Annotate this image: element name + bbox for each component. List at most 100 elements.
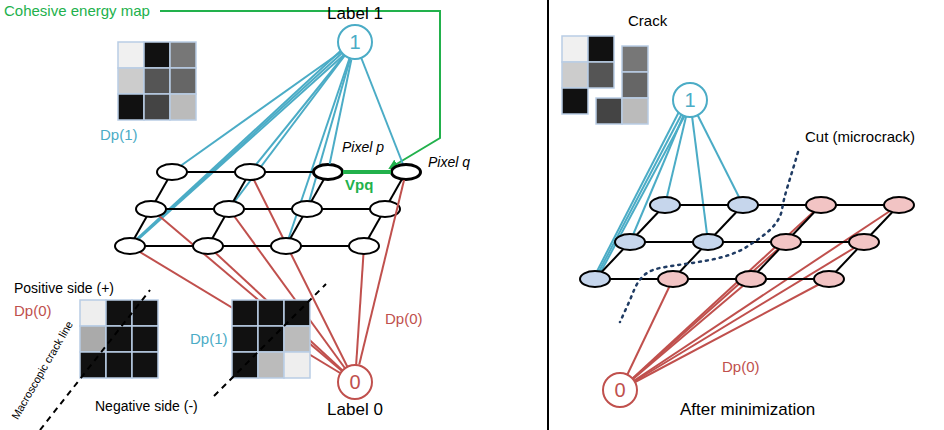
connector: [343, 170, 391, 174]
pixel-node: [615, 234, 645, 250]
t-link: [620, 279, 829, 390]
intensity-cell: [284, 352, 310, 378]
pixel-node: [271, 238, 301, 254]
crack-line: [214, 284, 326, 396]
side-label: Positive side (+): [14, 280, 114, 296]
energy-term: Dp(0): [722, 358, 760, 375]
intensity-cell: [144, 68, 170, 94]
intensity-cell: [588, 36, 614, 62]
intensity-cell: [80, 300, 106, 326]
panel-caption: After minimization: [680, 400, 815, 420]
energy-term: Dp(0): [385, 310, 423, 327]
intensity-cell: [232, 300, 258, 326]
pixel-node: [136, 201, 166, 217]
label-terminal: 0Label 0: [337, 364, 373, 400]
energy-term: Dp(1): [100, 126, 138, 143]
intensity-cell: [106, 326, 132, 352]
intensity-cell: [284, 326, 310, 352]
intensity-cell: [106, 352, 132, 378]
pixel-node: [235, 164, 265, 180]
intensity-cell: [232, 326, 258, 352]
pixel-node: Pixel p: [313, 164, 343, 180]
intensity-cell: [562, 88, 588, 114]
pixel-node: [580, 271, 610, 287]
pixel-node: [115, 238, 145, 254]
pixel-node: [157, 164, 187, 180]
t-link: [598, 104, 691, 277]
intensity-cell: [118, 94, 144, 120]
intensity-cell: [132, 326, 158, 352]
pixel-node: [884, 197, 914, 213]
label-digit: 1: [349, 32, 360, 52]
t-link: [208, 246, 355, 382]
intensity-cell: [170, 94, 196, 120]
t-link: [229, 42, 355, 209]
pixel-node: [693, 234, 723, 250]
t-link: [229, 209, 355, 382]
pixel-node: [391, 164, 421, 180]
intensity-cell: [562, 36, 588, 62]
pixel-label: Pixel q: [428, 154, 470, 170]
pixel-node: [292, 201, 322, 217]
cut-curve: [620, 152, 798, 322]
intensity-cell: [258, 300, 284, 326]
label-heading: Label 0: [327, 400, 383, 420]
intensity-cell: [132, 352, 158, 378]
connector: [359, 180, 404, 365]
intensity-cell: [144, 42, 170, 68]
crack-line-label: Macroscopic crack line: [9, 319, 75, 421]
label-terminal: 1: [672, 82, 708, 118]
intensity-cell: [588, 62, 614, 88]
t-link: [250, 172, 355, 382]
t-link: [620, 242, 864, 390]
t-link: [595, 104, 687, 279]
intensity-cell: [80, 326, 106, 352]
t-link: [592, 104, 683, 281]
pixel-node: [771, 234, 801, 250]
energy-term: Dp(0): [14, 302, 52, 319]
pixel-node: Pixel q: [391, 164, 421, 180]
t-link: [133, 44, 356, 244]
t-link: [172, 42, 355, 172]
label-digit: 1: [684, 90, 695, 110]
intensity-cell: [144, 94, 170, 120]
label-terminal: 0: [602, 372, 638, 408]
intensity-cell: [118, 68, 144, 94]
label-digit: 0: [614, 380, 625, 400]
pixel-node: [650, 197, 680, 213]
label-digit: 0: [349, 372, 360, 392]
pixel-node: [658, 271, 688, 287]
pixel-node: [313, 164, 343, 180]
t-link: [620, 205, 899, 390]
intensity-cell: [106, 300, 132, 326]
label-heading: Label 1: [327, 4, 383, 24]
pixel-node: [814, 271, 844, 287]
side-label: Negative side (-): [95, 398, 198, 414]
pixel-node: [193, 238, 223, 254]
pixel-node: [728, 197, 758, 213]
intensity-cell: [562, 62, 588, 88]
intensity-cell: [132, 300, 158, 326]
intensity-cell: [170, 68, 196, 94]
t-link: [690, 100, 708, 242]
panel-divider: [547, 0, 549, 430]
inset-title: Crack: [628, 12, 667, 29]
intensity-cell: [258, 352, 284, 378]
intensity-cell: [118, 42, 144, 68]
t-link: [620, 205, 821, 390]
pixel-node: [806, 197, 836, 213]
intensity-cell: [596, 98, 622, 124]
callout-text: Cohesive energy map: [4, 2, 150, 19]
pixel-node: [214, 201, 244, 217]
cut-label: Cut (microcrack): [805, 128, 915, 145]
intensity-cell: [622, 98, 648, 124]
edge-label: Vpq: [344, 176, 374, 193]
pixel-node: [349, 238, 379, 254]
energy-term: Dp(1): [190, 330, 228, 347]
pixel-label: Pixel p: [342, 139, 384, 155]
pixel-node: [849, 234, 879, 250]
label-terminal: 1Label 1: [337, 24, 373, 60]
